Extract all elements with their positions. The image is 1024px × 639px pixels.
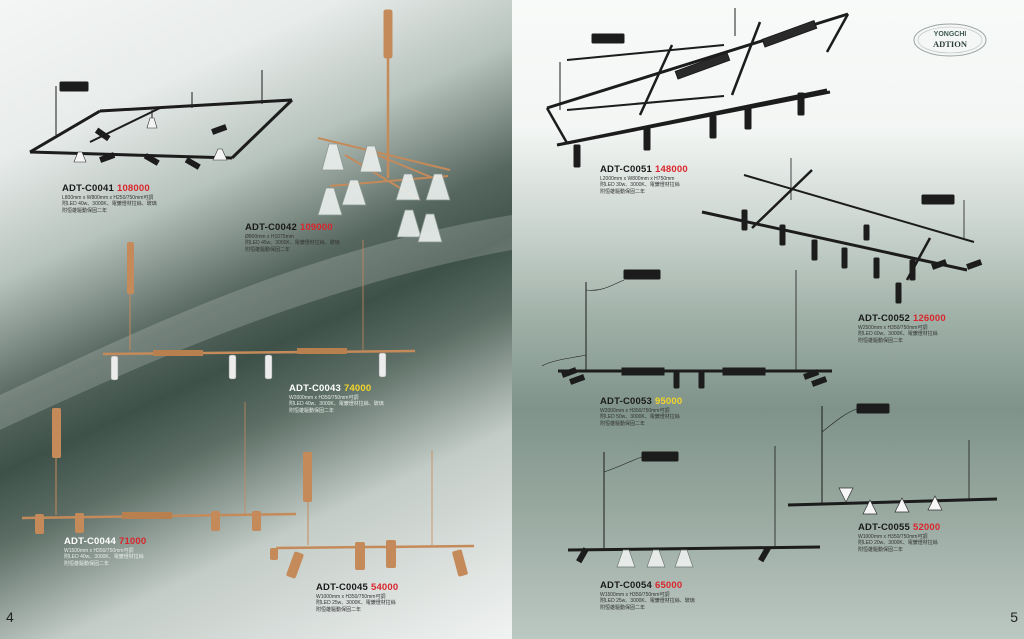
model-name: ADT-C0055: [858, 522, 910, 533]
spec: 附LED 30w、3000K、電鍍燈材拉絲: [600, 182, 680, 189]
dimensions: W2000mm x H350/750mm可調: [289, 395, 359, 401]
price: 109000: [299, 222, 333, 233]
warranty: 附恒雄驅動保固二年: [64, 560, 110, 567]
fixture-c0041: [29, 70, 294, 170]
fixture-c0044: [21, 402, 297, 534]
warranty: 附恒雄驅動保固二年: [316, 606, 362, 613]
fixture-c0043: [102, 240, 416, 381]
spec: 附LED 20w、3000K、電鍍燈材拉絲: [858, 540, 938, 547]
model-name: ADT-C0042: [245, 222, 297, 233]
price: 52000: [912, 522, 941, 533]
dimensions: L800mm x W800mm x H250/750mm可調: [62, 195, 154, 201]
dimensions: W1500mm x H350/750mm可調: [600, 592, 670, 598]
spec: 附LED 60w、3000K、電鍍燈材拉絲: [858, 331, 938, 338]
spec: 附LED 40w、3000K、電鍍燈材拉絲、玻璃: [62, 201, 157, 208]
price: 148000: [654, 164, 688, 175]
fixture-c0042: [317, 9, 451, 243]
price: 74000: [343, 383, 372, 394]
model-name: ADT-C0044: [64, 536, 116, 547]
price: 54000: [370, 582, 399, 593]
warranty: 附恒雄驅動保固二年: [62, 207, 108, 214]
spec: 附LED 25w、3000K、電鍍燈材拉絲: [316, 600, 396, 607]
warranty: 附恒雄驅動保固二年: [600, 188, 646, 195]
spec: 附LED 25w、3000K、電鍍燈材拉絲、玻璃: [600, 598, 695, 605]
fixture-c0054: [567, 446, 821, 568]
model-name: ADT-C0051: [600, 164, 652, 175]
page-number: 5: [1010, 609, 1018, 625]
spec: 附LED 40w、3000K、電鍍燈材拉絲、玻璃: [289, 401, 384, 408]
price: 71000: [118, 536, 147, 547]
warranty: 附恒雄驅動保固二年: [858, 546, 904, 553]
dimensions: W2500mm x H350/750mm可調: [858, 325, 928, 331]
warranty: 附恒雄驅動保固二年: [289, 407, 335, 414]
price: 108000: [116, 183, 150, 194]
logo-bottom-text: ADTION: [933, 39, 968, 49]
left-fixtures-illustration: [21, 9, 475, 579]
fixture-c0052: [701, 158, 983, 304]
model-name: ADT-C0053: [600, 396, 652, 407]
spec: 附LED 40w、3000K、電鍍燈材拉絲: [64, 554, 144, 561]
dimensions: W1000mm x H350/750mm可調: [316, 594, 386, 600]
fixture-c0055: [787, 403, 998, 515]
fixture-c0051: [545, 8, 850, 168]
model-name: ADT-C0054: [600, 580, 652, 591]
price: 65000: [654, 580, 683, 591]
fixture-c0053: [541, 269, 832, 389]
fixture-c0045: [270, 450, 475, 579]
spec: 附LED 45w、3000K、電鍍燈材拉絲、玻璃: [245, 240, 340, 247]
dimensions: W1000mm x H350/750mm可調: [858, 534, 928, 540]
dimensions: Ø800mm x H1075mm: [245, 234, 294, 240]
price: 95000: [654, 396, 683, 407]
warranty: 附恒雄驅動保固二年: [600, 420, 646, 427]
page-number: 4: [6, 609, 14, 625]
warranty: 附恒雄驅動保固二年: [245, 246, 291, 253]
price: 126000: [912, 313, 946, 324]
right-fixtures-illustration: [541, 8, 998, 568]
model-name: ADT-C0052: [858, 313, 910, 324]
brand-logo: YONGCHI ADTION: [913, 23, 987, 57]
dimensions: W1500mm x H350/750mm可調: [64, 548, 134, 554]
model-name: ADT-C0041: [62, 183, 114, 194]
warranty: 附恒雄驅動保固二年: [600, 604, 646, 611]
model-name: ADT-C0045: [316, 582, 368, 593]
warranty: 附恒雄驅動保固二年: [858, 337, 904, 344]
spec: 附LED 50w、3000K、電鍍燈材拉絲: [600, 414, 680, 421]
model-name: ADT-C0043: [289, 383, 341, 394]
logo-top-text: YONGCHI: [934, 31, 967, 38]
dimensions: W2000mm x H350/750mm可調: [600, 408, 670, 414]
dimensions: L2000mm x W800mm x H750mm: [600, 176, 675, 182]
